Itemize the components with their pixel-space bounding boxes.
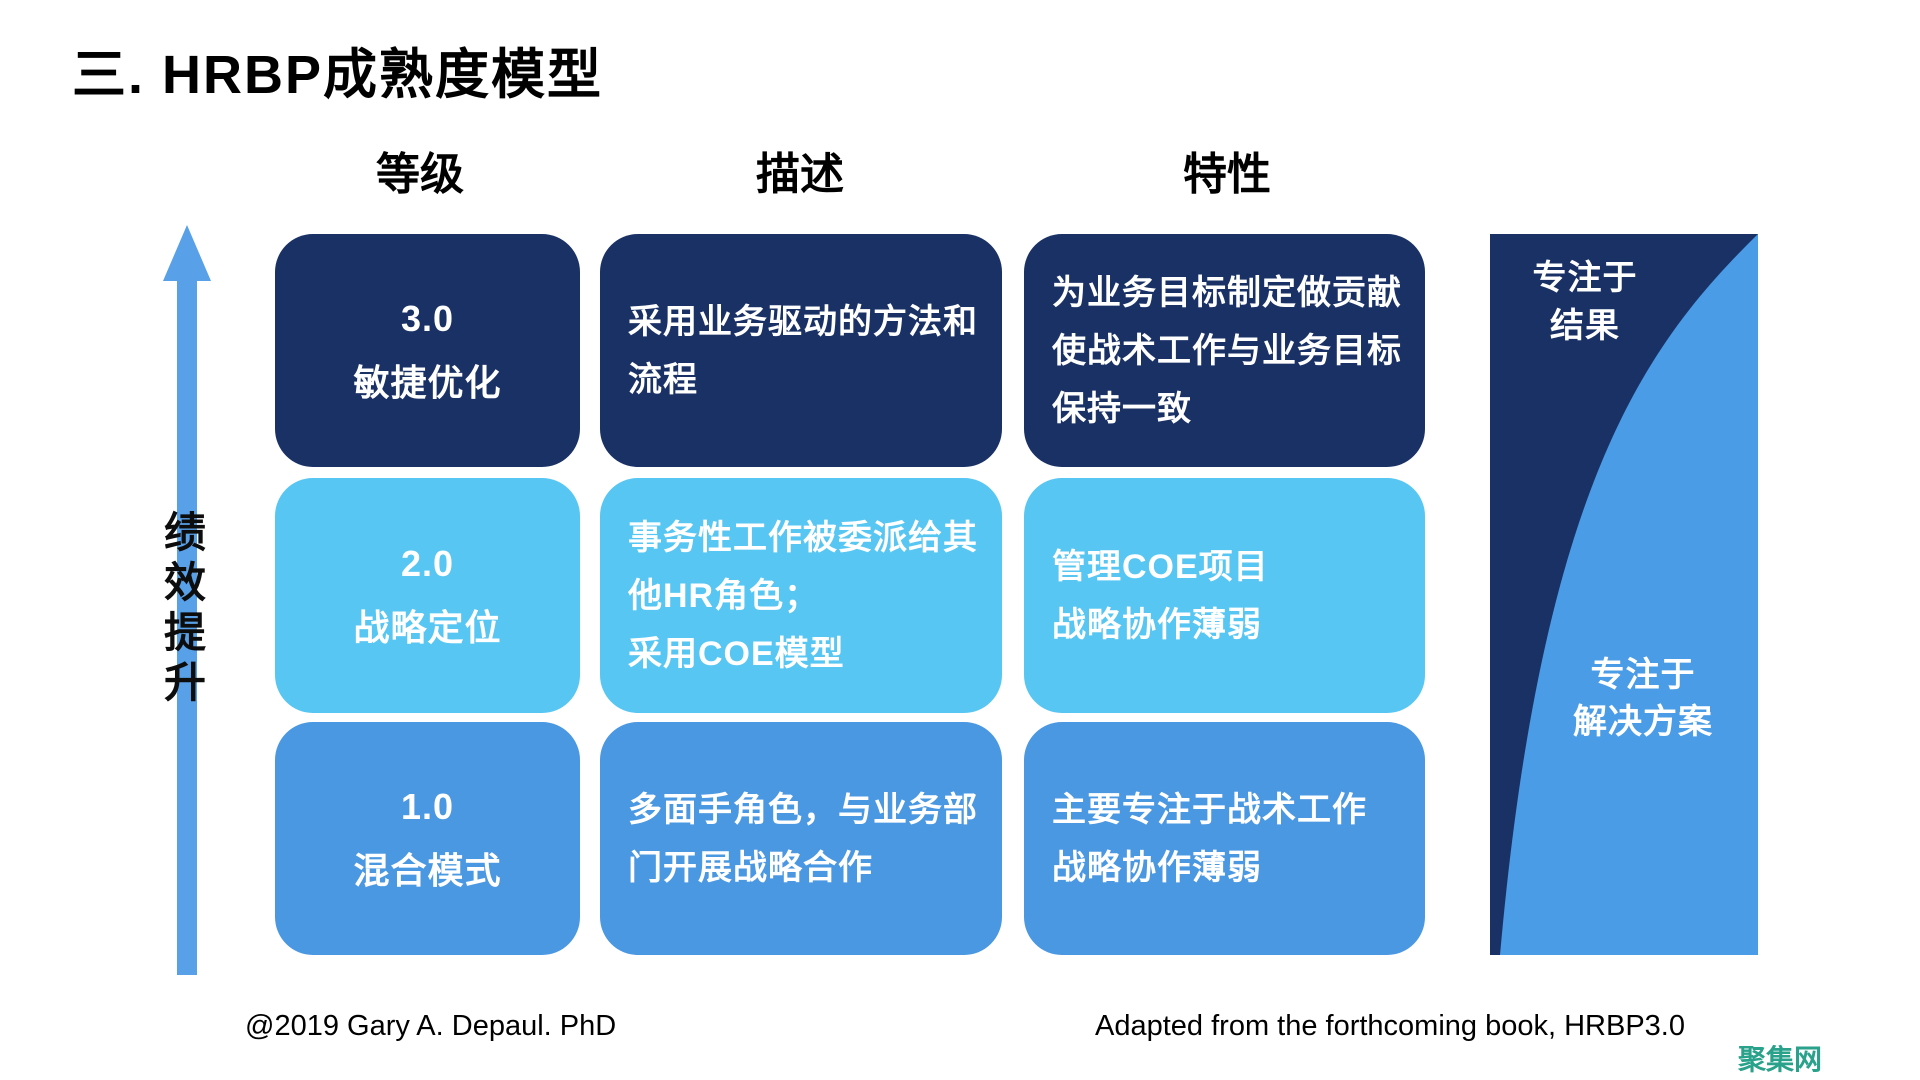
cell-text: 采用业务驱动的方法和 流程 xyxy=(628,302,978,399)
page-title: 三. HRBP成熟度模型 xyxy=(72,45,604,105)
footer-source: Adapted from the forthcoming book, HRBP3… xyxy=(1095,1010,1685,1042)
column-header-level: 等级 xyxy=(376,150,464,199)
watermark: 聚集网 xyxy=(1738,1044,1823,1075)
matrix-cell-level-3: 3.0 敏捷优化 xyxy=(275,234,580,467)
cell-text: 主要专注于战术工作 战略协作薄弱 xyxy=(1052,790,1367,887)
matrix-cell-traits-1: 主要专注于战术工作 战略协作薄弱 xyxy=(1024,722,1425,955)
matrix-cell-level-2: 2.0 战略定位 xyxy=(275,478,580,713)
focus-solutions-label: 专注于 解决方案 xyxy=(1573,656,1713,741)
cell-text: 为业务目标制定做贡献 使战术工作与业务目标 保持一致 xyxy=(1052,273,1402,428)
matrix-cell-description-3: 采用业务驱动的方法和 流程 xyxy=(600,234,1002,467)
up-arrow-icon xyxy=(163,225,211,281)
y-axis-label: 绩 效 提 升 xyxy=(163,509,206,706)
cell-text: 3.0 敏捷优化 xyxy=(353,297,502,403)
up-arrow-shaft xyxy=(177,278,197,975)
matrix-cell-traits-2: 管理COE项目 战略协作薄弱 xyxy=(1024,478,1425,713)
matrix-cell-level-1: 1.0 混合模式 xyxy=(275,722,580,955)
cell-text: 管理COE项目 战略协作薄弱 xyxy=(1052,547,1269,644)
focus-results-label: 专注于 结果 xyxy=(1532,259,1638,345)
matrix-cell-description-1: 多面手角色，与业务部 门开展战略合作 xyxy=(600,722,1002,955)
cell-text: 多面手角色，与业务部 门开展战略合作 xyxy=(628,790,978,887)
swoosh-curve-graphic xyxy=(1500,234,1758,955)
column-header-description: 描述 xyxy=(756,150,844,199)
focus-panel: 专注于 结果 专注于 解决方案 xyxy=(1490,234,1758,955)
matrix-cell-description-2: 事务性工作被委派给其 他HR角色； 采用COE模型 xyxy=(600,478,1002,713)
cell-text: 1.0 混合模式 xyxy=(353,785,502,891)
matrix-cell-traits-3: 为业务目标制定做贡献 使战术工作与业务目标 保持一致 xyxy=(1024,234,1425,467)
footer-credit: @2019 Gary A. Depaul. PhD xyxy=(245,1010,617,1042)
cell-text: 事务性工作被委派给其 他HR角色； 采用COE模型 xyxy=(628,518,978,673)
cell-text: 2.0 战略定位 xyxy=(353,542,502,648)
column-header-traits: 特性 xyxy=(1183,150,1271,199)
